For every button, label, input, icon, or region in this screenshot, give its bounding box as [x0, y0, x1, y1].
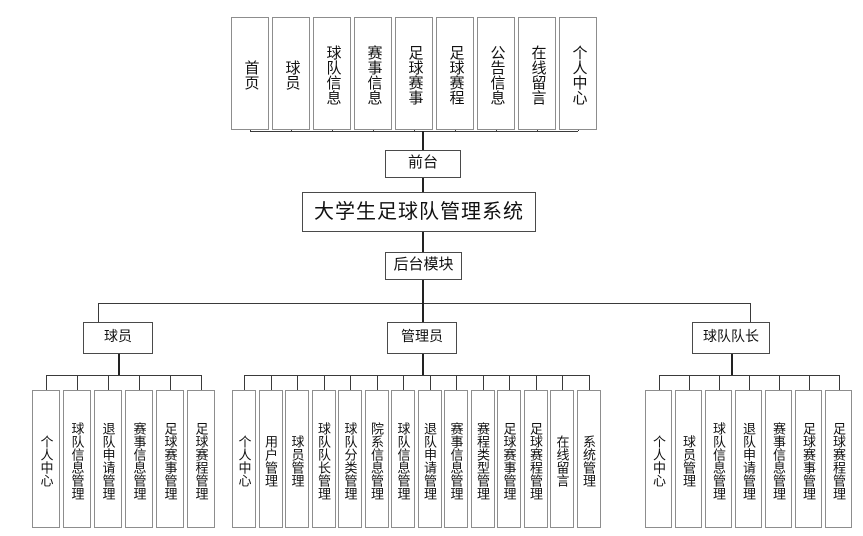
frontend-menu-item[interactable]: 在线留言: [518, 17, 556, 130]
leaf-node[interactable]: 球队信息管理: [63, 390, 91, 528]
connector-frontend-item-stub: [414, 130, 415, 131]
connector-frontend-item-stub: [578, 130, 579, 131]
connector-frontend-item-stub: [373, 130, 374, 131]
connector-roles-bus: [98, 303, 751, 304]
connector-role-stub-captain: [750, 303, 751, 322]
connector-leaf-stub: [201, 375, 202, 390]
role-node[interactable]: 球员: [83, 322, 153, 354]
connector-leaf-stub: [838, 375, 840, 390]
leaf-node[interactable]: 足球赛事管理: [795, 390, 822, 528]
connector-leaf-stub: [509, 375, 510, 390]
frontend-menu-item[interactable]: 公告信息: [477, 17, 515, 130]
leaf-node[interactable]: 足球赛程管理: [523, 390, 548, 528]
connector-frontend-bus-drop: [422, 131, 424, 150]
leaf-node[interactable]: 球员管理: [675, 390, 702, 528]
connector-frontend-item-stub: [332, 130, 333, 131]
leaf-node[interactable]: 足球赛程管理: [187, 390, 215, 528]
connector-frontend-bus: [250, 131, 578, 132]
leaf-node[interactable]: 足球赛事管理: [497, 390, 521, 528]
frontend-menu-item[interactable]: 球员: [272, 17, 310, 130]
role-node[interactable]: 球队队长: [692, 322, 770, 354]
connector-leaf-stub: [323, 375, 325, 390]
connector-leaf-stub: [748, 375, 750, 390]
leaf-node[interactable]: 赛事信息管理: [444, 390, 468, 528]
connector-role-stub-player: [98, 303, 99, 322]
leaf-node[interactable]: 退队申请管理: [94, 390, 122, 528]
frontend-menu-item[interactable]: 球队信息: [313, 17, 351, 130]
leaf-node[interactable]: 赛事信息管理: [765, 390, 792, 528]
connector-root-to-backend: [422, 232, 424, 252]
connector-role-stub-admin: [422, 303, 424, 322]
connector-leaf-stub: [244, 375, 245, 390]
leaf-node[interactable]: 球队信息管理: [705, 390, 732, 528]
leaf-node[interactable]: 系统管理: [576, 390, 601, 528]
connector-leaf-stub: [77, 375, 78, 390]
connector-frontend-item-stub: [250, 130, 251, 131]
frontend-node[interactable]: 前台: [385, 150, 461, 178]
leaf-node[interactable]: 院系信息管理: [364, 390, 389, 528]
connector-leaf-stub: [376, 375, 378, 390]
connector-leaf-stub: [482, 375, 484, 390]
connector-role-drop: [118, 354, 120, 375]
connector-leaf-stub: [270, 375, 272, 390]
leaf-node[interactable]: 球队信息管理: [391, 390, 415, 528]
connector-frontend-item-stub: [496, 130, 497, 131]
connector-role-drop: [731, 354, 733, 375]
leaf-node[interactable]: 球队队长管理: [311, 390, 336, 528]
leaf-node[interactable]: 球员管理: [285, 390, 309, 528]
role-node[interactable]: 管理员: [387, 322, 457, 354]
connector-leaf-stub: [718, 375, 720, 390]
connector-frontend-item-stub: [537, 130, 538, 131]
leaf-node[interactable]: 赛事信息管理: [125, 390, 153, 528]
connector-leaf-stub: [108, 375, 109, 390]
connector-frontend-item-stub: [291, 130, 292, 131]
connector-leaf-stub: [658, 375, 660, 390]
leaf-node[interactable]: 个人中心: [32, 390, 60, 528]
connector-leaf-bus: [244, 375, 589, 376]
connector-leaf-stub: [778, 375, 780, 390]
connector-frontend-item-stub: [455, 130, 456, 131]
connector-role-drop: [422, 354, 424, 375]
connector-leaf-stub: [350, 375, 351, 390]
connector-leaf-stub: [535, 375, 537, 390]
leaf-node[interactable]: 个人中心: [232, 390, 256, 528]
connector-leaf-bus: [46, 375, 201, 376]
connector-leaf-stub: [403, 375, 404, 390]
frontend-menu-item[interactable]: 足球赛程: [436, 17, 474, 130]
connector-backend-drop: [422, 280, 424, 303]
connector-leaf-stub: [46, 375, 47, 390]
connector-leaf-stub: [170, 375, 171, 390]
frontend-menu-item[interactable]: 首页: [231, 17, 269, 130]
leaf-node[interactable]: 足球赛事管理: [156, 390, 184, 528]
leaf-node[interactable]: 个人中心: [645, 390, 672, 528]
leaf-node[interactable]: 赛程类型管理: [470, 390, 495, 528]
connector-leaf-stub: [139, 375, 140, 390]
leaf-node[interactable]: 足球赛程管理: [825, 390, 852, 528]
leaf-node[interactable]: 球队分类管理: [338, 390, 362, 528]
leaf-node[interactable]: 退队申请管理: [735, 390, 762, 528]
leaf-node[interactable]: 在线留言: [550, 390, 574, 528]
connector-leaf-stub: [588, 375, 590, 390]
connector-leaf-stub: [456, 375, 457, 390]
frontend-menu-item[interactable]: 赛事信息: [354, 17, 392, 130]
connector-leaf-stub: [808, 375, 810, 390]
connector-frontend-to-root: [422, 178, 424, 192]
frontend-menu-item[interactable]: 个人中心: [559, 17, 597, 130]
connector-leaf-stub: [562, 375, 563, 390]
backend-node[interactable]: 后台模块: [385, 252, 462, 280]
leaf-node[interactable]: 用户管理: [258, 390, 283, 528]
connector-leaf-stub: [429, 375, 431, 390]
connector-leaf-stub: [297, 375, 298, 390]
root-system-node[interactable]: 大学生足球队管理系统: [302, 192, 536, 232]
connector-leaf-stub: [688, 375, 690, 390]
frontend-menu-item[interactable]: 足球赛事: [395, 17, 433, 130]
leaf-node[interactable]: 退队申请管理: [417, 390, 442, 528]
